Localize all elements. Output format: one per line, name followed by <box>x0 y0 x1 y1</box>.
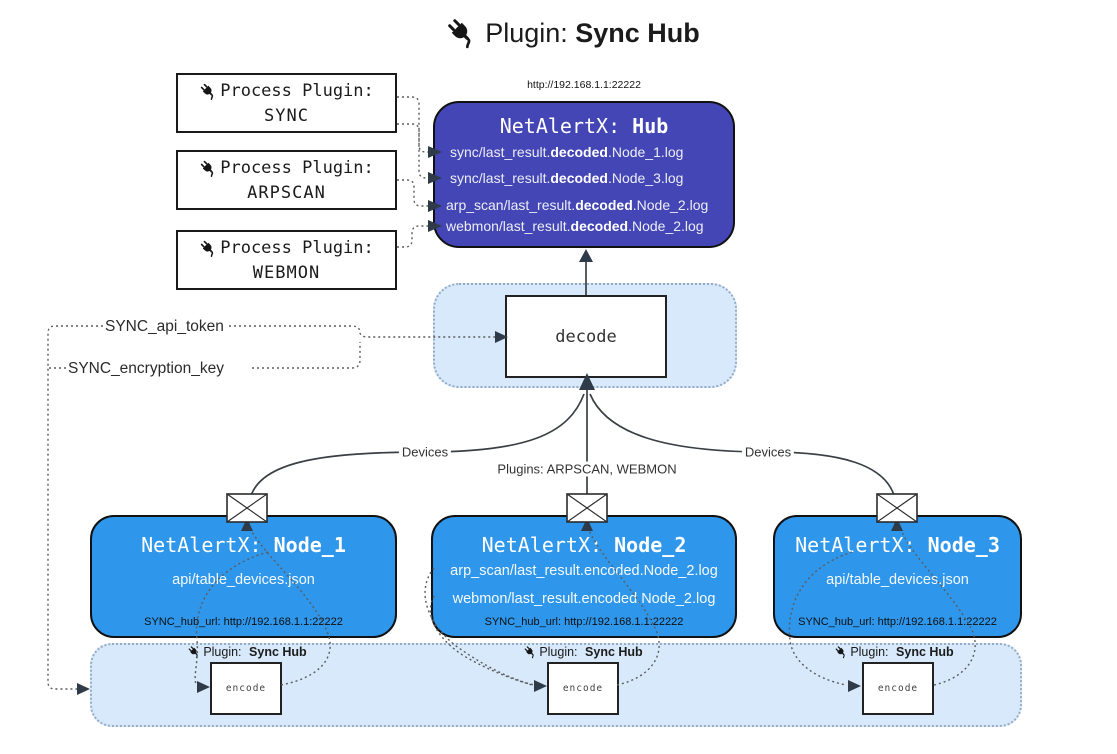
encode-plugin-prefix: Plugin: <box>850 645 889 659</box>
node-file: arp_scan/last_result.encoded.Node_2.log <box>450 563 718 579</box>
node-title: NetAlertX: Node_1 <box>92 533 395 557</box>
process-plugin-box-webmon: Process Plugin: WEBMON <box>176 230 397 290</box>
hub-log-line: webmon/last_result.decoded.Node_2.log <box>446 218 729 236</box>
connector-nodes-to-decode <box>248 373 897 505</box>
process-plugin-name: SYNC <box>264 106 309 126</box>
node-name-prefix: NetAlertX: <box>795 533 916 557</box>
encode-plugin-prefix: Plugin: <box>203 645 242 659</box>
plug-icon <box>199 159 218 178</box>
node-name-prefix: NetAlertX: <box>481 533 603 557</box>
plug-icon <box>834 645 848 659</box>
process-plugin-name: ARPSCAN <box>247 183 326 203</box>
node-hub-url: SYNC_hub_url: http://192.168.1.1:22222 <box>484 616 684 628</box>
encode-box-node3: encode <box>862 662 934 715</box>
process-plugin-label: Process Plugin: <box>199 155 374 181</box>
node-name-prefix: NetAlertX: <box>141 533 262 557</box>
node-box-node3: NetAlertX: Node_3 api/table_devices.json… <box>773 515 1022 638</box>
page-title-text: Plugin: Sync Hub <box>485 18 700 49</box>
node-hub-url: SYNC_hub_url: http://192.168.1.1:22222 <box>798 616 997 628</box>
encode-plugin-label-node3: Plugin: Sync Hub <box>834 645 954 659</box>
decode-box: decode <box>505 295 667 378</box>
hub-box: NetAlertX: Hub sync/last_result.decoded.… <box>433 101 735 248</box>
hub-name-prefix: NetAlertX: <box>499 114 621 138</box>
plug-icon <box>187 645 201 659</box>
node-title: NetAlertX: Node_2 <box>433 533 735 557</box>
connector-settings-to-encode-band <box>47 325 103 695</box>
plug-icon <box>199 82 218 101</box>
node-file: api/table_devices.json <box>172 572 315 588</box>
process-plugin-name: WEBMON <box>252 263 321 283</box>
hub-title: NetAlertX: Hub <box>435 114 733 138</box>
log-pre: sync/last_result. <box>450 170 551 186</box>
encode-box-node2: encode <box>547 662 619 715</box>
setting-api-token: SYNC_api_token <box>103 318 226 336</box>
node-hub-url: SYNC_hub_url: http://192.168.1.1:22222 <box>144 616 343 628</box>
edge-label-devices-right: Devices <box>741 444 795 460</box>
encode-plugin-prefix: Plugin: <box>539 645 578 659</box>
encode-plugin-bold: Sync Hub <box>896 645 954 659</box>
node-file: webmon/last_result.encoded.Node_2.log <box>452 591 716 607</box>
setting-encryption-key: SYNC_encryption_key <box>66 360 226 378</box>
process-plugin-label-text: Process Plugin: <box>220 81 374 101</box>
node-name-bold: Node_3 <box>927 533 1000 557</box>
node-file: api/table_devices.json <box>826 572 969 588</box>
plug-icon <box>199 239 218 258</box>
plug-icon <box>445 16 479 50</box>
hub-log-line: sync/last_result.decoded.Node_3.log <box>450 170 729 188</box>
hub-log-line: arp_scan/last_result.decoded.Node_2.log <box>446 197 729 215</box>
encode-plugin-label-node2: Plugin: Sync Hub <box>523 645 643 659</box>
process-plugin-label-text: Process Plugin: <box>220 158 374 178</box>
process-plugin-label-text: Process Plugin: <box>220 238 374 258</box>
encode-plugin-bold: Sync Hub <box>249 645 307 659</box>
plug-icon <box>523 645 537 659</box>
log-post: .Node_1.log <box>607 144 684 160</box>
log-bold: decoded <box>550 170 608 186</box>
log-bold: decoded <box>550 144 608 160</box>
edge-label-devices-left: Devices <box>398 444 452 460</box>
log-pre: sync/last_result. <box>450 144 551 160</box>
process-plugin-box-arpscan: Process Plugin: ARPSCAN <box>176 150 397 210</box>
title-prefix: Plugin: <box>485 17 568 48</box>
log-pre: webmon/last_result. <box>446 218 571 234</box>
node-name-bold: Node_2 <box>614 533 687 557</box>
log-pre: arp_scan/last_result. <box>446 197 576 213</box>
encode-plugin-label-node1: Plugin: Sync Hub <box>187 645 307 659</box>
log-bold: decoded <box>575 197 633 213</box>
node-title: NetAlertX: Node_3 <box>775 533 1020 557</box>
log-post: .Node_2.log <box>628 218 704 234</box>
log-post: .Node_3.log <box>607 170 684 186</box>
log-post: .Node_2.log <box>632 197 709 213</box>
node-name-bold: Node_1 <box>273 533 346 557</box>
title-bold: Sync Hub <box>575 17 700 48</box>
node-box-node1: NetAlertX: Node_1 api/table_devices.json… <box>90 515 397 638</box>
edge-label-plugins: Plugins: ARPSCAN, WEBMON <box>494 461 680 477</box>
process-plugin-box-sync: Process Plugin: SYNC <box>176 73 397 133</box>
encode-plugin-bold: Sync Hub <box>585 645 643 659</box>
process-plugin-label: Process Plugin: <box>199 78 374 104</box>
hub-name-bold: Hub <box>632 114 669 138</box>
hub-url: http://192.168.1.1:22222 <box>527 79 641 91</box>
page-title: Plugin: Sync Hub <box>14 16 1117 50</box>
log-bold: decoded <box>570 218 629 234</box>
hub-log-line: sync/last_result.decoded.Node_1.log <box>450 144 729 162</box>
node-box-node2: NetAlertX: Node_2 arp_scan/last_result.e… <box>431 515 737 638</box>
encode-box-node1: encode <box>210 662 282 715</box>
process-plugin-label: Process Plugin: <box>199 235 374 261</box>
